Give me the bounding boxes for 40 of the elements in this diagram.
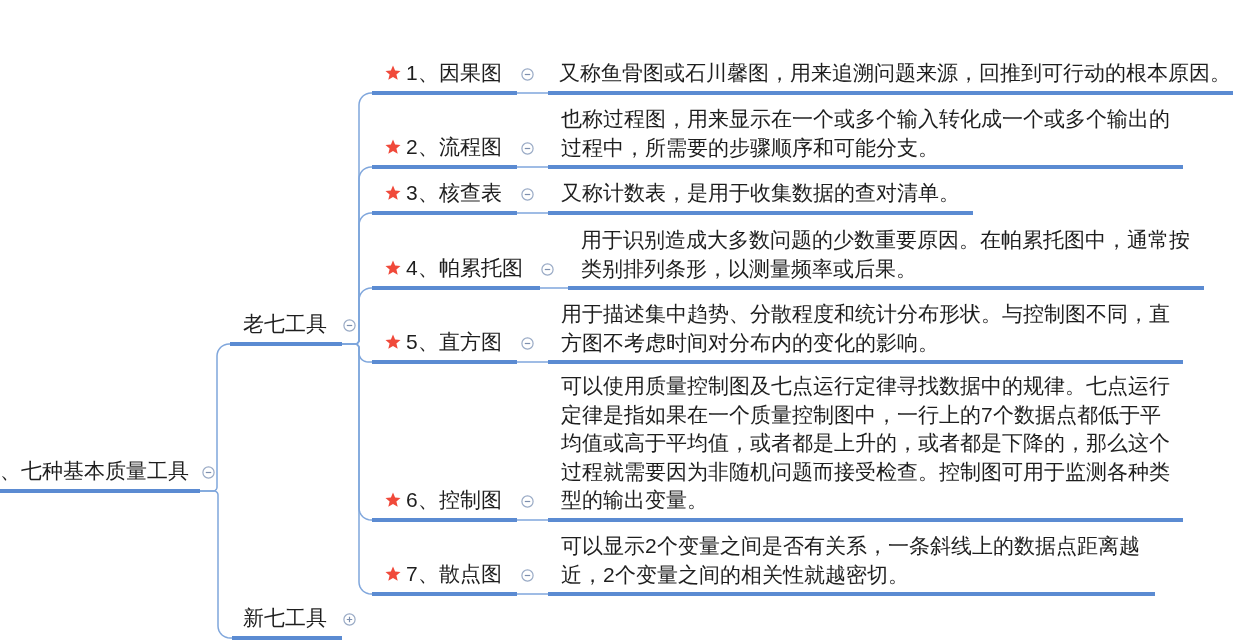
subtopic <box>372 179 517 215</box>
topic-text: 、七种基本质量工具 <box>0 458 189 484</box>
main-topic <box>230 310 342 346</box>
description-text: 用于识别造成大多数问题的少数重要原因。在帕累托图中，通常按类别排列条形，以测量频率或后果。 <box>581 227 1191 282</box>
subtopic <box>372 560 517 596</box>
description-text: 也称过程图，用来显示在一个或多个输入转化成一个或多个输出的过程中，所需要的步骤顺序和可能分支。 <box>561 106 1171 161</box>
connector-line <box>516 519 549 521</box>
topic-text: 4、帕累托图 <box>406 255 523 281</box>
topic-text: 老七工具 <box>243 311 327 337</box>
description-topic <box>548 300 1183 364</box>
description-text: 可以显示2个变量之间是否有关系，一条斜线上的数据点距离越近，2个变量之间的相关性就越密切。 <box>561 533 1141 588</box>
description-topic <box>548 532 1155 596</box>
connector-line <box>199 490 233 639</box>
description-topic <box>548 179 973 215</box>
connector-line <box>516 166 549 168</box>
connector-line <box>539 287 569 289</box>
subtopic <box>372 133 517 169</box>
description-topic <box>548 105 1183 169</box>
main-topic <box>232 604 342 640</box>
subtopic <box>372 486 517 522</box>
central-topic <box>0 457 200 493</box>
topic-text: 5、直方图 <box>406 329 502 355</box>
description-topic <box>568 226 1204 290</box>
topic-text: 2、流程图 <box>406 134 502 160</box>
connector-line <box>341 343 373 595</box>
description-text: 用于描述集中趋势、分散程度和统计分布形状。与控制图不同，直方图不考虑时间对分布内的变化的影响。 <box>561 301 1171 356</box>
connector-line <box>516 92 549 94</box>
connector-line <box>516 212 549 214</box>
description-topic <box>548 59 1233 95</box>
connector-line <box>516 361 549 363</box>
topic-text: 新七工具 <box>243 605 327 631</box>
topic-text: 6、控制图 <box>406 487 502 513</box>
topic-text: 1、因果图 <box>406 60 502 86</box>
topic-text: 3、核查表 <box>406 180 502 206</box>
description-text: 又称鱼骨图或石川馨图，用来追溯问题来源，回推到可行动的根本原因。 <box>559 60 1231 86</box>
subtopic <box>372 328 517 364</box>
description-text: 又称计数表，是用于收集数据的查对清单。 <box>561 180 961 206</box>
connector-line <box>516 593 549 595</box>
topic-text: 7、散点图 <box>406 561 502 587</box>
description-text: 可以使用质量控制图及七点运行定律寻找数据中的规律。七点运行定律是指如果在一个质量控制图中，一行上的7个数据点都低于平均值或高于平均值，或者都是上升的，或者都是下降的，那么这个过程就需要因为非随机问题而接受检查。控制图可用于监测各种类型的输出变量。 <box>561 373 1171 513</box>
